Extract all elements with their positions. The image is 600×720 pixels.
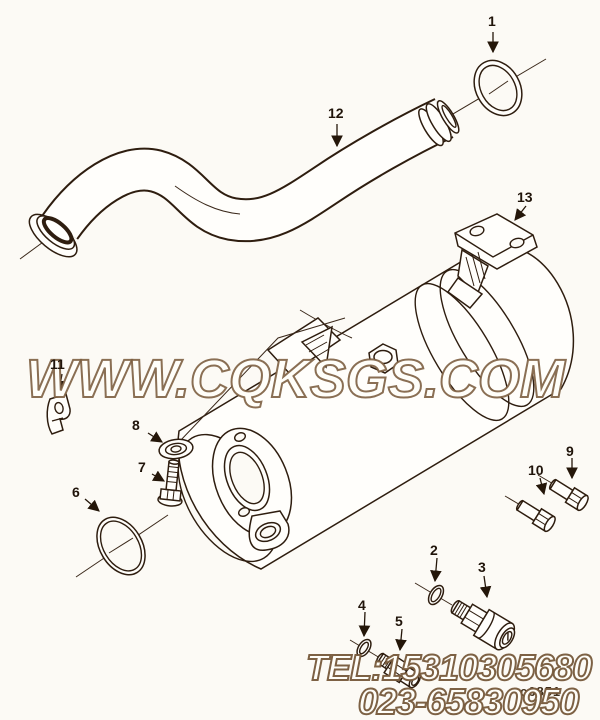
callout-label-6: 6 (72, 484, 80, 500)
washer-8-leader (179, 317, 346, 442)
pipe-12 (28, 98, 460, 258)
callout-label-13: 13 (517, 189, 533, 205)
callout-label-8: 8 (132, 417, 140, 433)
callout-label-4: 4 (358, 597, 366, 613)
clip-11 (46, 393, 71, 435)
bolt-9 (548, 478, 589, 512)
housing-13 (177, 213, 575, 570)
stamp-code: c6851 (520, 684, 562, 699)
o-ring-1-axis (488, 80, 509, 95)
housing-hex-nut (368, 343, 399, 374)
callout-label-3: 3 (478, 559, 486, 575)
housing-mount-pad (266, 317, 342, 375)
contact-phone-line1: TEL:15310305680 (305, 647, 593, 688)
bracket-13 (446, 213, 538, 310)
callout-arrows (55, 32, 578, 652)
housing-flange (211, 427, 293, 537)
bolt-7 (157, 459, 183, 507)
watermark-text: WWW.CQKSGS.COM (25, 348, 566, 410)
contact-phone-line2: 023-65830950 (357, 681, 580, 720)
callout-label-9: 9 (566, 443, 574, 459)
callout-label-1: 1 (488, 13, 496, 29)
housing-foot (248, 510, 290, 551)
sensor-5 (375, 652, 421, 689)
sensor-3 (450, 599, 516, 651)
callout-label-12: 12 (328, 105, 344, 121)
o-ring-2 (427, 584, 445, 606)
bolt-10 (515, 499, 556, 533)
washer-8 (158, 438, 194, 460)
callout-label-2: 2 (430, 542, 438, 558)
callout-label-7: 7 (138, 459, 146, 475)
pipe-inlet-bell (28, 213, 78, 258)
o-ring-6-axis (108, 537, 134, 554)
pipe-outlet-bead (418, 100, 460, 147)
callout-label-5: 5 (395, 613, 403, 629)
callout-label-10: 10 (528, 462, 544, 478)
o-ring-4 (356, 638, 372, 658)
callout-label-11: 11 (50, 356, 65, 372)
